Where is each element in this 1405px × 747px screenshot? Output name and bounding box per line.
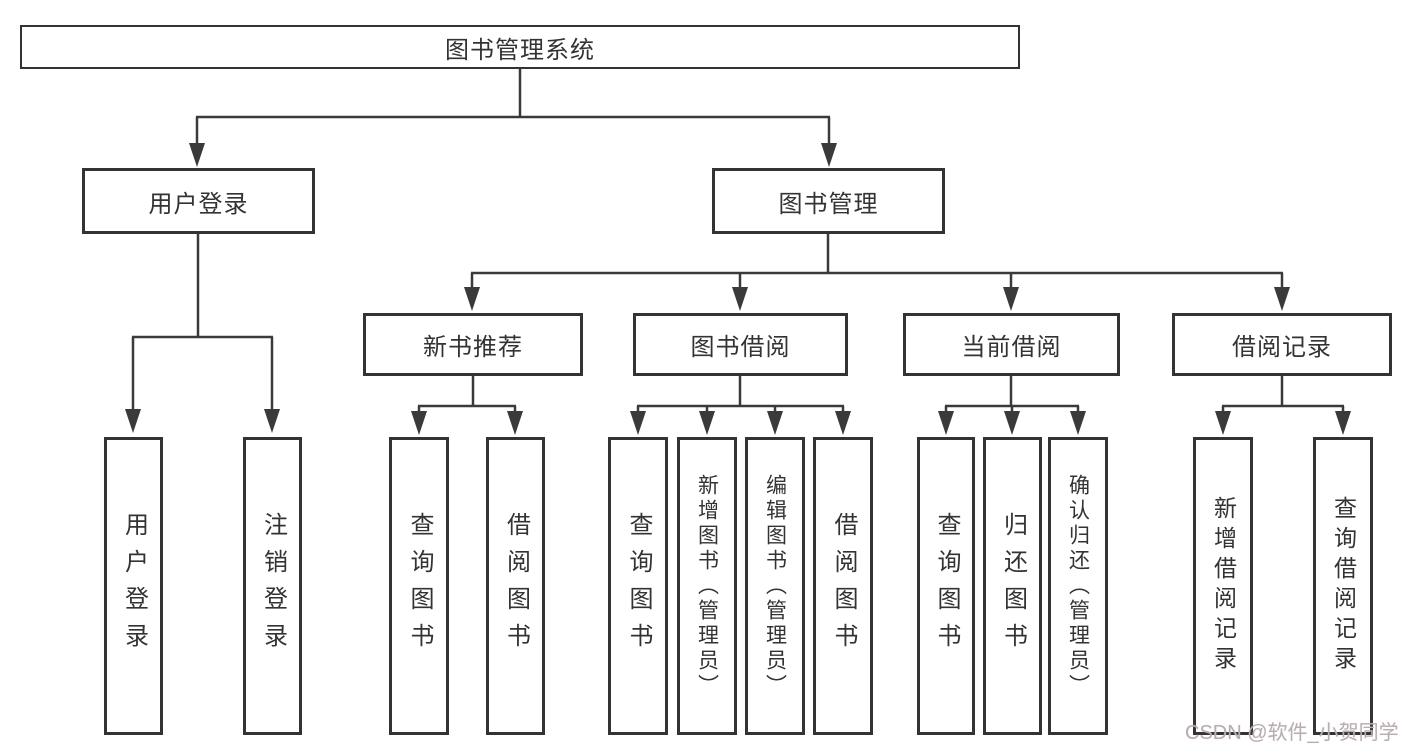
leaf-add-borrow-record: 新增借阅记录 bbox=[1193, 437, 1253, 735]
leaf-edit-books-admin-label: 编辑图书（管理员） bbox=[763, 473, 787, 699]
leaf-edit-books-admin: 编辑图书（管理员） bbox=[745, 437, 805, 735]
leaf-borrow-books-recommend-label: 借阅图书 bbox=[502, 512, 530, 660]
node-borrowing-records: 借阅记录 bbox=[1172, 313, 1392, 376]
leaf-query-books-recommend: 查询图书 bbox=[389, 437, 449, 735]
edge-user-login-to-leaves bbox=[125, 233, 280, 433]
node-book-borrowing: 图书借阅 bbox=[633, 313, 848, 376]
node-current-borrowing: 当前借阅 bbox=[903, 313, 1120, 376]
leaf-borrow-books-borrowing: 借阅图书 bbox=[813, 437, 873, 735]
node-new-book-recommend: 新书推荐 bbox=[363, 313, 583, 376]
leaf-confirm-return-admin: 确认归还（管理员） bbox=[1048, 437, 1108, 735]
node-root-label: 图书管理系统 bbox=[445, 36, 595, 64]
leaf-borrow-books-borrowing-label: 借阅图书 bbox=[830, 512, 857, 660]
node-book-management-label: 图书管理 bbox=[778, 190, 879, 218]
leaf-query-books-borrowing-label: 查询图书 bbox=[625, 512, 652, 660]
leaf-return-books: 归还图书 bbox=[983, 437, 1042, 735]
leaf-confirm-return-admin-label: 确认归还（管理员） bbox=[1066, 473, 1090, 699]
edge-book-management-to-level2 bbox=[464, 233, 1290, 311]
leaf-query-books-current: 查询图书 bbox=[917, 437, 975, 735]
edge-current-borrowing-to-leaves bbox=[938, 376, 1086, 435]
leaf-query-books-borrowing: 查询图书 bbox=[608, 437, 668, 735]
leaf-return-books-label: 归还图书 bbox=[999, 512, 1027, 660]
leaf-user-login: 用户登录 bbox=[104, 437, 163, 735]
leaf-query-borrow-record: 查询借阅记录 bbox=[1313, 437, 1373, 735]
leaf-logout-label: 注销登录 bbox=[259, 512, 287, 660]
edge-book-borrowing-to-leaves bbox=[630, 376, 851, 435]
leaf-query-books-current-label: 查询图书 bbox=[933, 512, 960, 660]
leaf-borrow-books-recommend: 借阅图书 bbox=[486, 437, 545, 735]
leaf-query-borrow-record-label: 查询借阅记录 bbox=[1330, 496, 1357, 676]
leaf-add-borrow-record-label: 新增借阅记录 bbox=[1210, 496, 1237, 676]
leaf-add-books-admin-label: 新增图书（管理员） bbox=[695, 473, 719, 699]
node-book-management: 图书管理 bbox=[712, 168, 945, 234]
edge-root-to-level1 bbox=[189, 68, 837, 167]
node-root-library-management-system: 图书管理系统 bbox=[20, 25, 1020, 69]
node-book-borrowing-label: 图书借阅 bbox=[690, 334, 791, 361]
leaf-logout: 注销登录 bbox=[243, 437, 302, 735]
csdn-watermark: CSDN @软件_小贺同学 bbox=[1185, 722, 1399, 744]
node-borrowing-records-label: 借阅记录 bbox=[1232, 334, 1332, 361]
node-user-login: 用户登录 bbox=[82, 168, 315, 234]
leaf-add-books-admin: 新增图书（管理员） bbox=[677, 437, 737, 735]
leaf-user-login-label: 用户登录 bbox=[120, 512, 148, 660]
node-current-borrowing-label: 当前借阅 bbox=[961, 334, 1062, 361]
edge-new-book-recommend-to-leaves bbox=[411, 376, 523, 435]
edge-borrowing-records-to-leaves bbox=[1215, 376, 1351, 435]
leaf-query-books-recommend-label: 查询图书 bbox=[406, 512, 433, 660]
node-new-book-recommend-label: 新书推荐 bbox=[423, 334, 523, 361]
node-user-login-label: 用户登录 bbox=[148, 190, 249, 218]
